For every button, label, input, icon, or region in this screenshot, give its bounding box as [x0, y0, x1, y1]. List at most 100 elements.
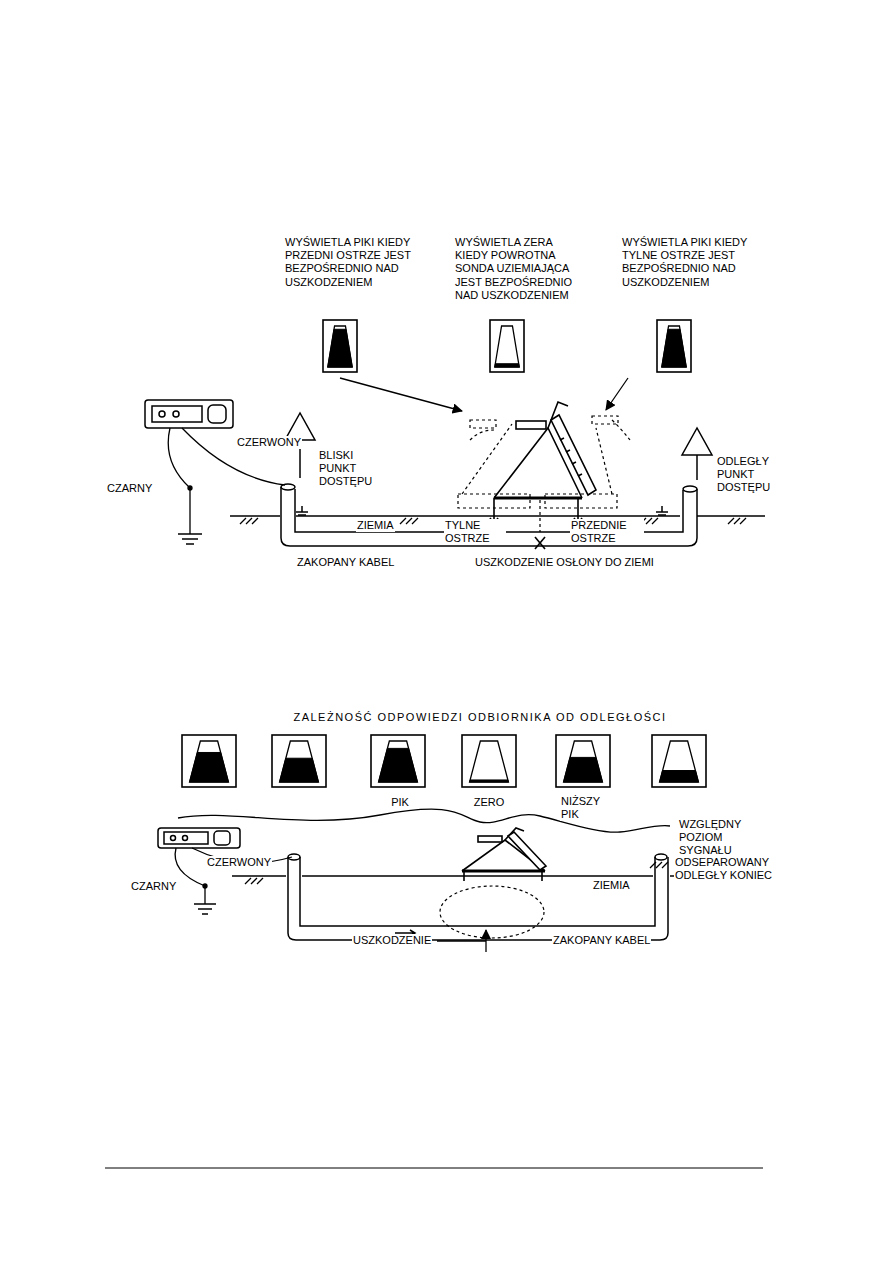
meter-fill: [470, 780, 509, 782]
buried-cable: [288, 854, 668, 940]
transmitter: [214, 831, 230, 845]
fault-field: [440, 886, 544, 938]
meter-fill: [328, 329, 352, 367]
meter-fill: [495, 364, 519, 367]
ground-label: ZIEMIA: [356, 519, 395, 532]
wire: [203, 884, 207, 888]
meter-frame: [371, 735, 425, 787]
ground-line: [697, 515, 765, 516]
meter-fill: [564, 757, 603, 782]
blade-label: TYLNE OSTRZE: [444, 519, 506, 545]
signal-meter-icon: [657, 320, 691, 372]
field-lines: [596, 428, 612, 494]
meter-cone: [190, 741, 229, 782]
meter-cone: [660, 741, 699, 782]
fault-mark: [535, 537, 545, 549]
signal-meter-icon: [182, 320, 706, 787]
meter-frame: [323, 320, 357, 372]
meter-frame: [490, 320, 524, 372]
signal-level-label: WZGLĘDNY POZIOM SYGNAŁU: [678, 818, 762, 858]
fault-arrow: [437, 930, 486, 952]
buried-cable: [683, 486, 697, 492]
ground-symbol: [301, 506, 303, 512]
wire-label: CZERWONY: [236, 436, 302, 449]
fault-label: USZKODZENIE: [352, 934, 432, 947]
signal-meter-icon: [272, 735, 326, 787]
receiver-a-frame: [463, 871, 465, 881]
receiver-a-frame: [462, 828, 546, 881]
transmitter: [164, 832, 208, 844]
wire: [188, 486, 192, 490]
access-point-label: BLISKI PUNKT DOSTĘPU: [318, 449, 384, 489]
meter-frame: [272, 735, 326, 787]
buried-cable: [288, 854, 300, 860]
receiver-a-frame: [494, 497, 582, 500]
transmitter: [158, 828, 240, 848]
receiver-a-frame: [462, 870, 545, 873]
signal-meter-icon: [371, 735, 425, 787]
meter-frame: [462, 735, 516, 787]
cable-label: ZAKOPANY KABEL: [296, 556, 395, 569]
ground-symbol: [661, 506, 663, 512]
receiver-a-frame: [490, 402, 596, 524]
wire-label: CZARNY: [130, 880, 177, 893]
buried-cable: [300, 857, 655, 926]
meter-fill: [379, 748, 418, 782]
field-lines: [470, 430, 494, 440]
wire-label: CZARNY: [106, 482, 153, 495]
transmitter: [159, 411, 165, 417]
wire: [175, 848, 292, 904]
wire: [168, 428, 190, 534]
fault-mark: [535, 537, 545, 549]
buried-cable: [281, 484, 697, 546]
meter-fill: [280, 758, 319, 782]
fault-arrow: [485, 930, 486, 952]
meter-cone: [328, 326, 352, 367]
signal-meter-icon: [556, 735, 610, 787]
wire: [175, 848, 205, 904]
ground-line: [296, 515, 680, 516]
ground-symbol: [178, 533, 202, 535]
ground-symbol: [194, 903, 216, 905]
meter-frame: [657, 320, 691, 372]
meter-fill: [190, 752, 229, 782]
signal-label: PIK: [390, 796, 410, 809]
blade-label: PRZEDNIE OSTRZE: [570, 519, 644, 545]
buried-cable: [281, 484, 295, 490]
ground-line: [232, 875, 286, 876]
far-end-label: ODSEPAROWANY ODLEGŁY KONIEC: [674, 856, 780, 882]
access-point-label: ODLEGŁY PUNKT DOSTĘPU: [716, 455, 784, 495]
field-lines: [539, 500, 540, 532]
ground-label: ZIEMIA: [592, 879, 631, 892]
meter-frame: [556, 735, 610, 787]
transmitter: [173, 411, 179, 417]
fault-arrow: [437, 940, 486, 941]
buried-cable: [655, 854, 667, 860]
cable-label: ZAKOPANY KABEL: [552, 934, 651, 947]
callout-text: WYŚWIETLA ZERA KIEDY POWROTNA SONDA UZIE…: [454, 236, 588, 302]
receiver-a-frame: [541, 871, 543, 881]
meter-cone: [495, 326, 519, 367]
ground-symbol: [182, 538, 198, 540]
access-point-marker: [696, 455, 698, 480]
callout-arrow: [340, 378, 462, 411]
ground-line: [728, 518, 746, 524]
field-lines: [470, 420, 496, 428]
signal-meter-icon: [182, 735, 236, 787]
callout-text: WYŚWIETLA PIKI KIEDY PRZEDNI OSTRZE JEST…: [284, 236, 418, 289]
receiver-a-frame: [560, 438, 582, 476]
transmitter: [145, 400, 233, 428]
transmitter: [158, 828, 240, 848]
fault-mark: [535, 537, 545, 549]
meter-cone: [470, 741, 509, 782]
signal-meter-icon: [462, 735, 516, 787]
field-lines: [612, 420, 630, 440]
footer-rule: [105, 1168, 763, 1169]
ground-symbol: [186, 543, 194, 545]
buried-cable: [281, 487, 697, 546]
ground-symbol: [194, 904, 216, 914]
transmitter: [171, 836, 176, 841]
callout-arrow: [606, 378, 628, 410]
ground-line: [232, 862, 720, 884]
